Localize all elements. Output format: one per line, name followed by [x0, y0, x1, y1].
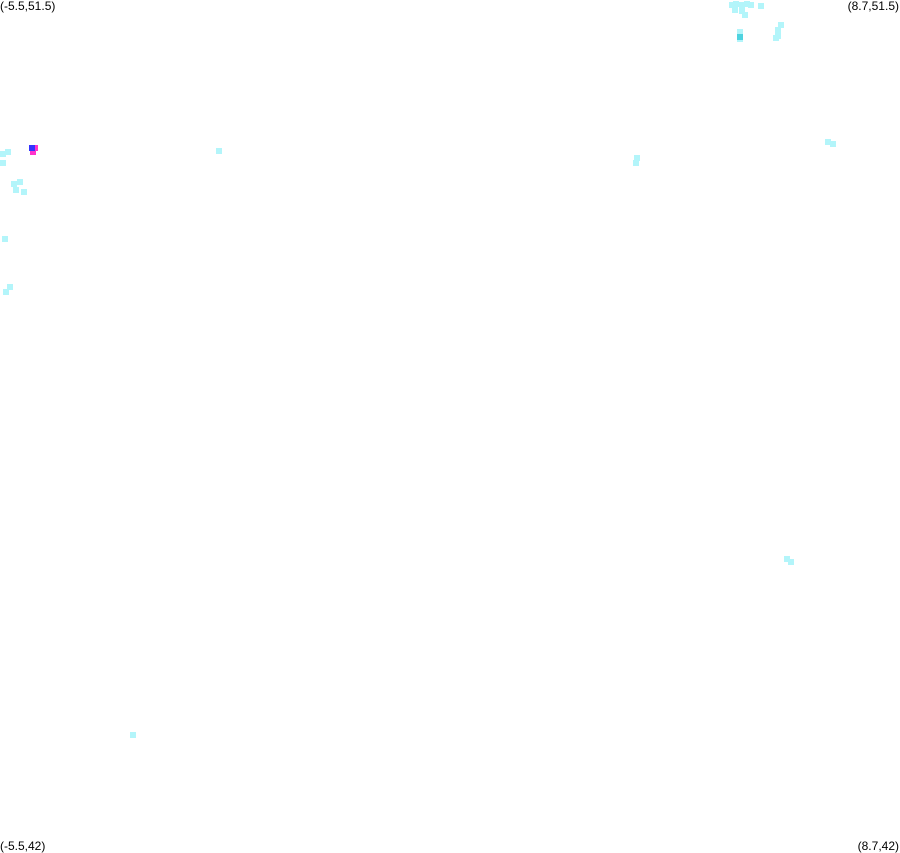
density-cell-low	[732, 7, 738, 13]
density-cell-low	[3, 289, 9, 295]
density-cell-low	[775, 27, 781, 33]
density-cell-low	[633, 160, 639, 166]
density-cell-low	[2, 236, 8, 242]
density-cell-low	[830, 141, 836, 147]
density-cell-low	[748, 2, 754, 8]
density-cell-low	[737, 29, 743, 35]
density-cell-low	[742, 12, 748, 18]
density-cell-low	[788, 559, 794, 565]
density-cell-low	[775, 33, 781, 39]
density-cell-low	[729, 2, 735, 8]
corner-label-bottom-left: (-5.5,42)	[0, 839, 46, 853]
density-cell-low	[7, 284, 13, 290]
density-cell-low	[130, 732, 136, 738]
density-cell-low	[825, 139, 831, 145]
density-cell-high	[30, 149, 36, 155]
corner-label-bottom-right: (8.7,42)	[857, 839, 899, 853]
density-cell-low	[758, 3, 764, 9]
density-cell-low	[634, 155, 640, 161]
density-cell-peak	[29, 145, 35, 151]
corner-label-top-left: (-5.5,51.5)	[0, 0, 56, 13]
density-cell-low	[784, 556, 790, 562]
density-cell-low	[21, 189, 27, 195]
density-cell-low	[5, 149, 11, 155]
density-cell-low	[739, 2, 745, 8]
density-cell-low	[0, 151, 6, 157]
density-cell-low	[778, 22, 784, 28]
density-cell-low	[0, 160, 6, 166]
density-cell-mid	[737, 34, 743, 40]
corner-label-top-right: (8.7,51.5)	[847, 0, 899, 13]
density-cell-low	[216, 148, 222, 154]
density-cell-low	[744, 1, 750, 7]
density-cell-low	[739, 8, 745, 14]
density-cell-low	[17, 179, 23, 185]
density-cell-low	[11, 181, 17, 187]
density-cell-low	[13, 187, 19, 193]
density-cell-low	[733, 1, 739, 7]
